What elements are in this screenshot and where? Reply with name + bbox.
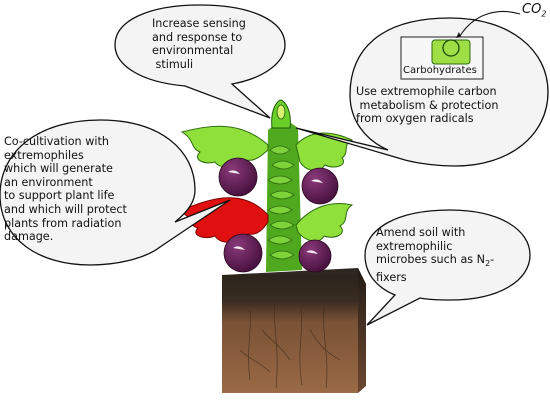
soil-side-face	[358, 268, 366, 393]
berry	[223, 233, 263, 273]
bubble-soil	[364, 209, 531, 326]
soil-front-face	[222, 275, 358, 393]
plant-stem	[266, 99, 302, 272]
co2-arrow	[459, 11, 521, 37]
red-leaf	[176, 197, 269, 243]
berries	[218, 157, 339, 273]
co2-label: CO2	[522, 2, 547, 19]
berry	[298, 239, 332, 273]
leaf-upper-left	[180, 125, 269, 168]
leaf-lower-right	[295, 203, 354, 242]
roots	[239, 299, 341, 389]
carbohydrates-label: Carbohydrates	[403, 65, 477, 76]
carbohydrate-cell	[400, 11, 521, 80]
speech-bubbles	[0, 4, 549, 326]
bubble-carbon	[295, 17, 549, 167]
bubble-carbon-text: Use extremophile carbon metabolism & pro…	[356, 85, 499, 126]
leaf-upper-right	[295, 132, 354, 172]
soil-block	[222, 268, 366, 393]
green-leaves	[180, 125, 354, 242]
berry	[218, 157, 258, 197]
bubble-cocultivation	[0, 119, 231, 266]
bubble-sensing	[114, 4, 286, 119]
berry	[301, 167, 339, 205]
